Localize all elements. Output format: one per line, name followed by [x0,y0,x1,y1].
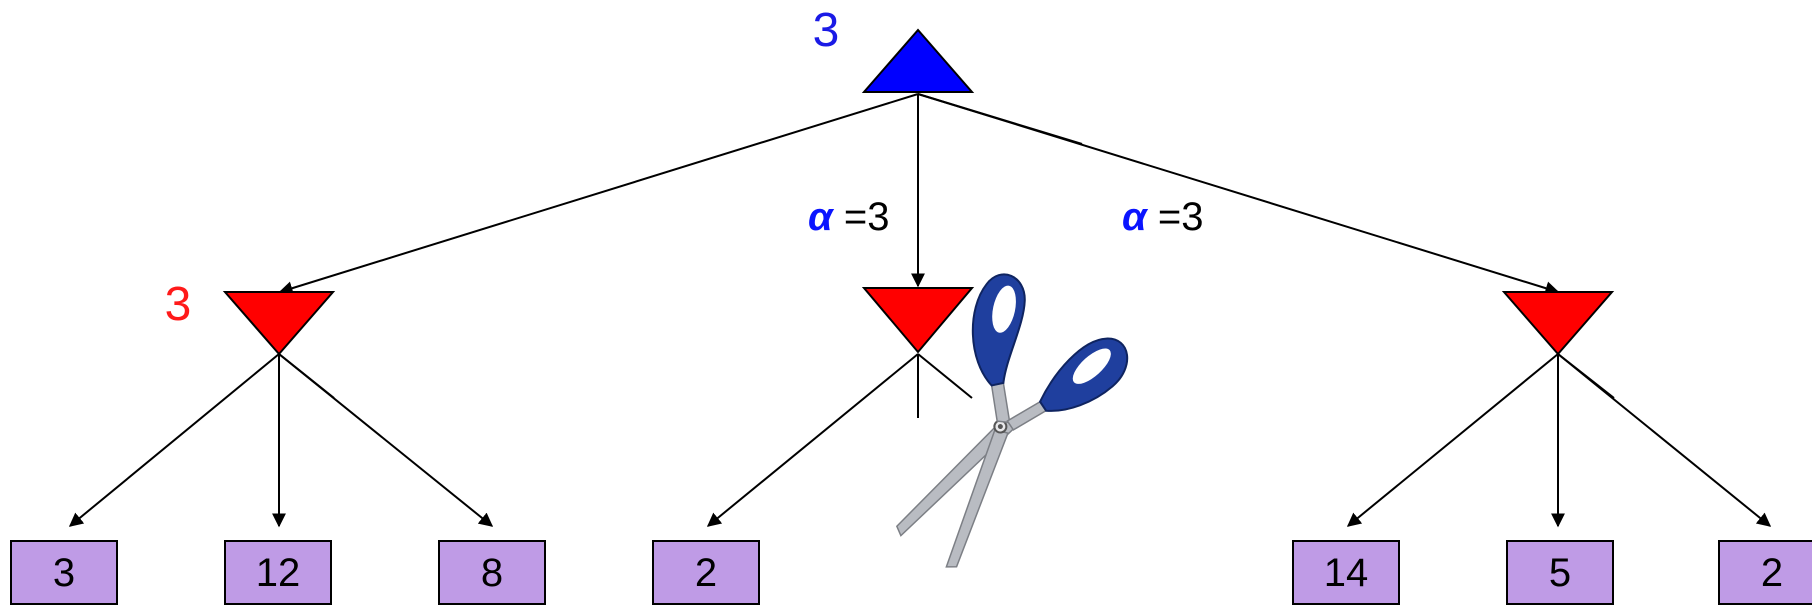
leaf-node: 8 [438,540,546,605]
leaf-value: 12 [256,551,301,595]
leaf-value: 2 [1761,551,1783,595]
alpha-label-right-edge: α =3 [1122,195,1204,239]
leaf-value: 3 [53,551,75,595]
root-edges [278,93,1560,295]
max-node-root [861,28,975,93]
leaf-box [652,540,760,605]
leaf-value: 14 [1324,551,1369,595]
edge-middle-to-leaf-4 [706,353,919,527]
leaf-box [1506,540,1614,605]
leaf-box [224,540,332,605]
leaf-node: 12 [224,540,332,605]
edge-root-to-left [278,93,919,295]
edge-left-to-leaf-1 [68,353,280,527]
leaf-box [1718,540,1812,605]
min-node-middle [861,287,975,354]
leaf-node: 3 [10,540,118,605]
leaf-node: 14 [1292,540,1400,605]
min-node-right [1501,291,1615,356]
leaf-box [10,540,118,605]
scissors-icon [895,273,1129,568]
edge-root-stub-right [917,93,1083,145]
leaf-box [438,540,546,605]
alpha-label-middle-edge: α =3 [808,195,890,239]
min-node-left [222,291,336,356]
edge-left-stub-right [278,353,335,399]
leaf-row: 3 12 8 2 14 5 2 [10,540,1812,605]
leaf-node: 2 [1718,540,1812,605]
alpha-value: =3 [1147,195,1204,239]
alpha-symbol: α [808,195,835,239]
root-value-label: 3 [813,4,840,57]
edge-middle-pruned-stub-2 [917,353,973,399]
edge-right-to-leaf-5 [1346,353,1559,527]
leaf-value: 5 [1549,551,1571,595]
min-edges [68,353,1772,528]
alpha-value: =3 [833,195,890,239]
alpha-symbol: α [1122,195,1149,239]
leaf-value: 8 [481,551,503,595]
min-left-value-label: 3 [165,278,192,331]
leaf-box [1292,540,1400,605]
edge-right-stub-right [1557,353,1615,399]
leaf-node: 5 [1506,540,1614,605]
leaf-value: 2 [695,551,717,595]
leaf-node: 2 [652,540,760,605]
